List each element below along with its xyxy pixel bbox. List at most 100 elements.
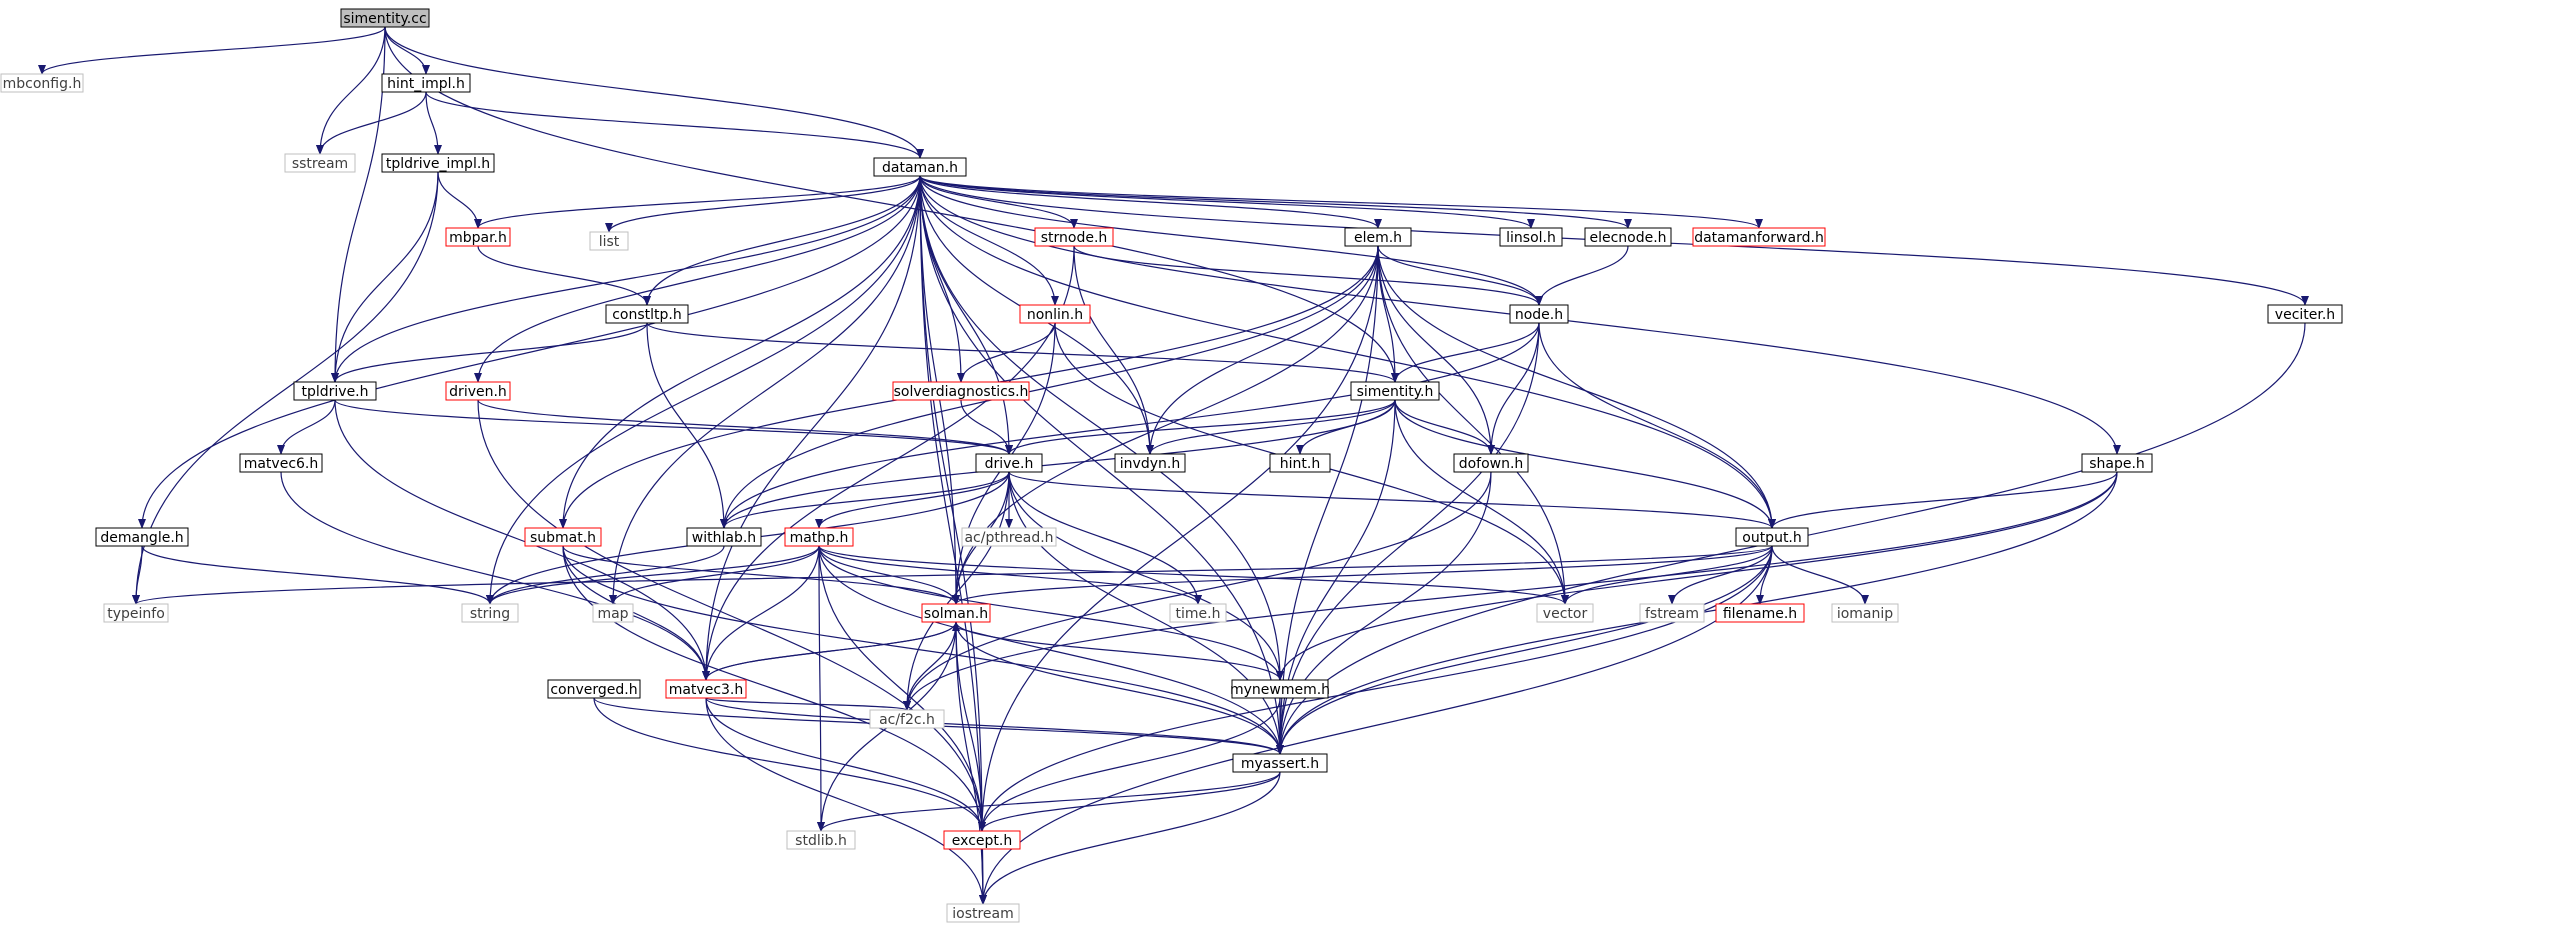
node-filename_h[interactable]: filename.h xyxy=(1715,603,1805,623)
edge-solman_h-to-mynewmem_h xyxy=(955,621,1284,681)
node-label: matvec3.h xyxy=(669,682,744,698)
node-drive_h[interactable]: drive.h xyxy=(975,453,1043,473)
node-matvec3_h[interactable]: matvec3.h xyxy=(665,679,747,699)
node-label: driven.h xyxy=(449,384,507,400)
node-box xyxy=(524,527,602,547)
edge-hint_impl_h-to-tpldrive_impl_h xyxy=(425,91,442,155)
node-box xyxy=(381,153,495,173)
edge-matvec3_h-to-myassert_h xyxy=(705,697,1284,755)
edge-mathp_h-to-myassert_h xyxy=(818,545,1284,755)
node-invdyn_h[interactable]: invdyn.h xyxy=(1114,453,1186,473)
edge-tpldrive_impl_h-to-tpldrive_h xyxy=(331,171,439,383)
node-elem_h[interactable]: elem.h xyxy=(1344,227,1412,247)
node-converged_h[interactable]: converged.h xyxy=(547,679,641,699)
node-label: solverdiagnostics.h xyxy=(894,384,1029,400)
node-map: map xyxy=(592,603,634,623)
node-shape_h[interactable]: shape.h xyxy=(2081,453,2153,473)
node-box xyxy=(381,73,471,93)
node-iostream: iostream xyxy=(946,903,1020,923)
node-veciter_h[interactable]: veciter.h xyxy=(2267,304,2343,324)
node-driven_h[interactable]: driven.h xyxy=(445,381,511,401)
node-solman_h[interactable]: solman.h xyxy=(921,603,991,623)
node-box xyxy=(921,603,991,623)
node-box xyxy=(1639,603,1705,623)
edge-withlab_h-to-string xyxy=(486,545,725,605)
node-mbpar_h[interactable]: mbpar.h xyxy=(445,227,511,247)
node-tpldrive_h[interactable]: tpldrive.h xyxy=(293,381,377,401)
node-strnode_h[interactable]: strnode.h xyxy=(1034,227,1114,247)
edge-dataman_h-to-submat_h xyxy=(559,175,921,529)
node-dataman_h[interactable]: dataman.h xyxy=(873,157,967,177)
node-box xyxy=(1231,679,1329,699)
node-label: tpldrive_impl.h xyxy=(386,156,490,172)
node-simentity_h[interactable]: simentity.h xyxy=(1350,381,1440,401)
edge-mathp_h-to-except_h xyxy=(818,545,986,832)
node-simentity_cc[interactable]: simentity.cc xyxy=(340,8,430,28)
node-elecnode_h[interactable]: elecnode.h xyxy=(1584,227,1672,247)
node-box xyxy=(592,603,634,623)
node-tpldrive_impl_h[interactable]: tpldrive_impl.h xyxy=(381,153,495,173)
node-mathp_h[interactable]: mathp.h xyxy=(784,527,854,547)
node-box xyxy=(445,381,511,401)
node-hint_h[interactable]: hint.h xyxy=(1269,453,1331,473)
edge-mathp_h-to-solman_h xyxy=(818,545,960,605)
node-matvec6_h[interactable]: matvec6.h xyxy=(239,453,323,473)
node-box xyxy=(445,227,511,247)
node-dofown_h[interactable]: dofown.h xyxy=(1453,453,1529,473)
node-label: elem.h xyxy=(1354,230,1402,246)
node-label: node.h xyxy=(1515,307,1563,323)
node-box xyxy=(1831,603,1899,623)
node-label: string xyxy=(470,606,510,622)
edge-dataman_h-to-except_h xyxy=(919,175,986,832)
edge-dataman_h-to-demangle_h xyxy=(138,175,921,529)
node-node_h[interactable]: node.h xyxy=(1509,304,1569,324)
edge-dataman_h-to-string xyxy=(486,175,921,605)
node-label: veciter.h xyxy=(2275,307,2335,323)
node-submat_h[interactable]: submat.h xyxy=(524,527,602,547)
edge-myassert_h-to-except_h xyxy=(978,771,1281,832)
edge-solman_h-to-ac_f2c_h xyxy=(903,621,957,711)
node-label: demangle.h xyxy=(100,530,183,546)
node-myassert_h[interactable]: myassert.h xyxy=(1232,753,1328,773)
node-time_h: time.h xyxy=(1169,603,1227,623)
edge-elem_h-to-except_h xyxy=(978,245,1379,832)
edge-dataman_h-to-driven_h xyxy=(474,175,921,383)
node-label: drive.h xyxy=(985,456,1034,472)
edge-shape_h-to-mynewmem_h xyxy=(1276,471,2118,681)
node-box xyxy=(686,527,762,547)
node-datamanforward_h[interactable]: datamanforward.h xyxy=(1692,227,1826,247)
node-label: list xyxy=(599,234,620,250)
node-nonlin_h[interactable]: nonlin.h xyxy=(1019,304,1091,324)
edge-simentity_cc-to-simentity_h xyxy=(384,26,1399,383)
node-box xyxy=(605,304,689,324)
node-box xyxy=(284,153,356,173)
edge-solman_h-to-myassert_h xyxy=(955,621,1284,755)
node-box xyxy=(340,8,430,28)
edge-submat_h-to-matvec3_h xyxy=(562,545,710,681)
edge-dataman_h-to-mbpar_h xyxy=(474,175,921,229)
node-label: nonlin.h xyxy=(1027,307,1083,323)
node-box xyxy=(975,453,1043,473)
node-constltp_h[interactable]: constltp.h xyxy=(605,304,689,324)
node-withlab_h[interactable]: withlab.h xyxy=(686,527,762,547)
edge-simentity_cc-to-dataman_h xyxy=(384,26,924,159)
edge-dataman_h-to-map xyxy=(609,175,921,605)
node-box xyxy=(1509,304,1569,324)
node-except_h[interactable]: except.h xyxy=(943,830,1021,850)
node-string: string xyxy=(461,603,519,623)
node-linsol_h[interactable]: linsol.h xyxy=(1499,227,1563,247)
node-mynewmem_h[interactable]: mynewmem.h xyxy=(1230,679,1330,699)
node-hint_impl_h[interactable]: hint_impl.h xyxy=(381,73,471,93)
node-label: fstream xyxy=(1645,606,1699,622)
edge-driven_h-to-drive_h xyxy=(477,399,1013,455)
edge-elecnode_h-to-node_h xyxy=(1535,245,1629,306)
node-solverdiagnostics_h[interactable]: solverdiagnostics.h xyxy=(892,381,1030,401)
node-demangle_h[interactable]: demangle.h xyxy=(95,527,189,547)
node-box xyxy=(293,381,377,401)
edge-dataman_h-to-myassert_h xyxy=(919,175,1284,755)
node-label: filename.h xyxy=(1723,606,1797,622)
edge-tpldrive_h-to-matvec3_h xyxy=(334,399,710,681)
node-output_h[interactable]: output.h xyxy=(1735,527,1809,547)
edge-mathp_h-to-time_h xyxy=(818,545,1202,605)
